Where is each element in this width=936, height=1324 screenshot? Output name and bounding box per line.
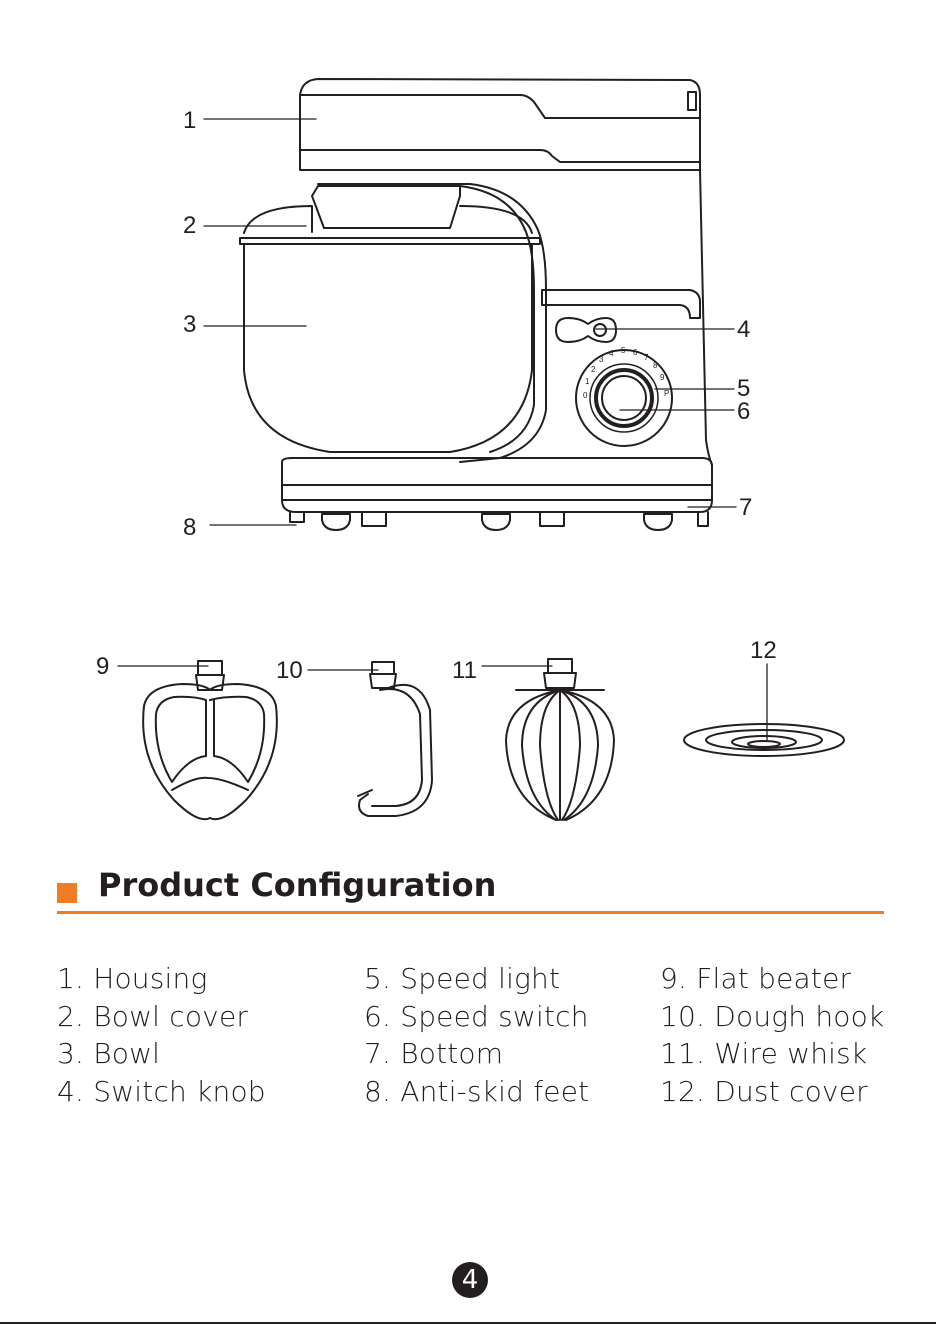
- part-item: 2. Bowl cover: [57, 998, 266, 1036]
- dial-number: 5: [621, 346, 626, 355]
- parts-column-2: 5. Speed light 6. Speed switch 7. Bottom…: [364, 960, 589, 1110]
- callout-number: 2: [183, 212, 196, 239]
- dust-cover-illustration: [684, 724, 844, 756]
- part-item: 4. Switch knob: [57, 1073, 266, 1111]
- callout-number: 1: [183, 107, 196, 134]
- callout-number: 6: [737, 398, 750, 425]
- dial-number: 4: [609, 349, 614, 358]
- stand-mixer-illustration: [240, 79, 712, 530]
- part-item: 9. Flat beater: [660, 960, 884, 998]
- dial-number: 9: [660, 373, 665, 382]
- dial-number: 0: [583, 391, 588, 400]
- callout-number: 4: [737, 316, 750, 343]
- part-item: 6. Speed switch: [364, 998, 589, 1036]
- part-item: 8. Anti-skid feet: [364, 1073, 589, 1111]
- callout-number: 12: [750, 637, 777, 664]
- section-header: Product Configuration: [57, 866, 884, 916]
- part-item: 12. Dust cover: [660, 1073, 884, 1111]
- page-number: 4: [452, 1262, 488, 1298]
- dial-number: 2: [591, 365, 596, 374]
- part-item: 1. Housing: [57, 960, 266, 998]
- parts-column-3: 9. Flat beater 10. Dough hook 11. Wire w…: [660, 960, 884, 1110]
- dough-hook-illustration: [358, 662, 432, 816]
- leader-lines: [118, 119, 767, 740]
- callout-number: 9: [96, 653, 109, 680]
- callout-number: 11: [452, 657, 477, 684]
- dial-number: P: [664, 389, 669, 398]
- callout-number: 7: [739, 494, 752, 521]
- section-marker-icon: [57, 883, 77, 903]
- part-item: 11. Wire whisk: [660, 1035, 884, 1073]
- dial-number: 8: [653, 361, 658, 370]
- flat-beater-illustration: [143, 661, 277, 819]
- part-item: 5. Speed light: [364, 960, 589, 998]
- part-item: 10. Dough hook: [660, 998, 884, 1036]
- dial-number: 3: [599, 355, 604, 364]
- wire-whisk-illustration: [506, 659, 614, 820]
- parts-column-1: 1. Housing 2. Bowl cover 3. Bowl 4. Swit…: [57, 960, 266, 1110]
- part-item: 3. Bowl: [57, 1035, 266, 1073]
- section-divider: [57, 911, 884, 914]
- part-item: 7. Bottom: [364, 1035, 589, 1073]
- callout-number: 8: [183, 514, 196, 541]
- dial-number: 6: [633, 348, 638, 357]
- callout-number: 10: [276, 657, 303, 684]
- callout-number: 3: [183, 311, 196, 338]
- section-title: Product Configuration: [98, 866, 496, 904]
- dial-number: 1: [585, 377, 590, 386]
- product-diagram: 0 1 2 3 4 5 6 7 8 9 P: [0, 0, 936, 860]
- dial-number: 7: [644, 353, 649, 362]
